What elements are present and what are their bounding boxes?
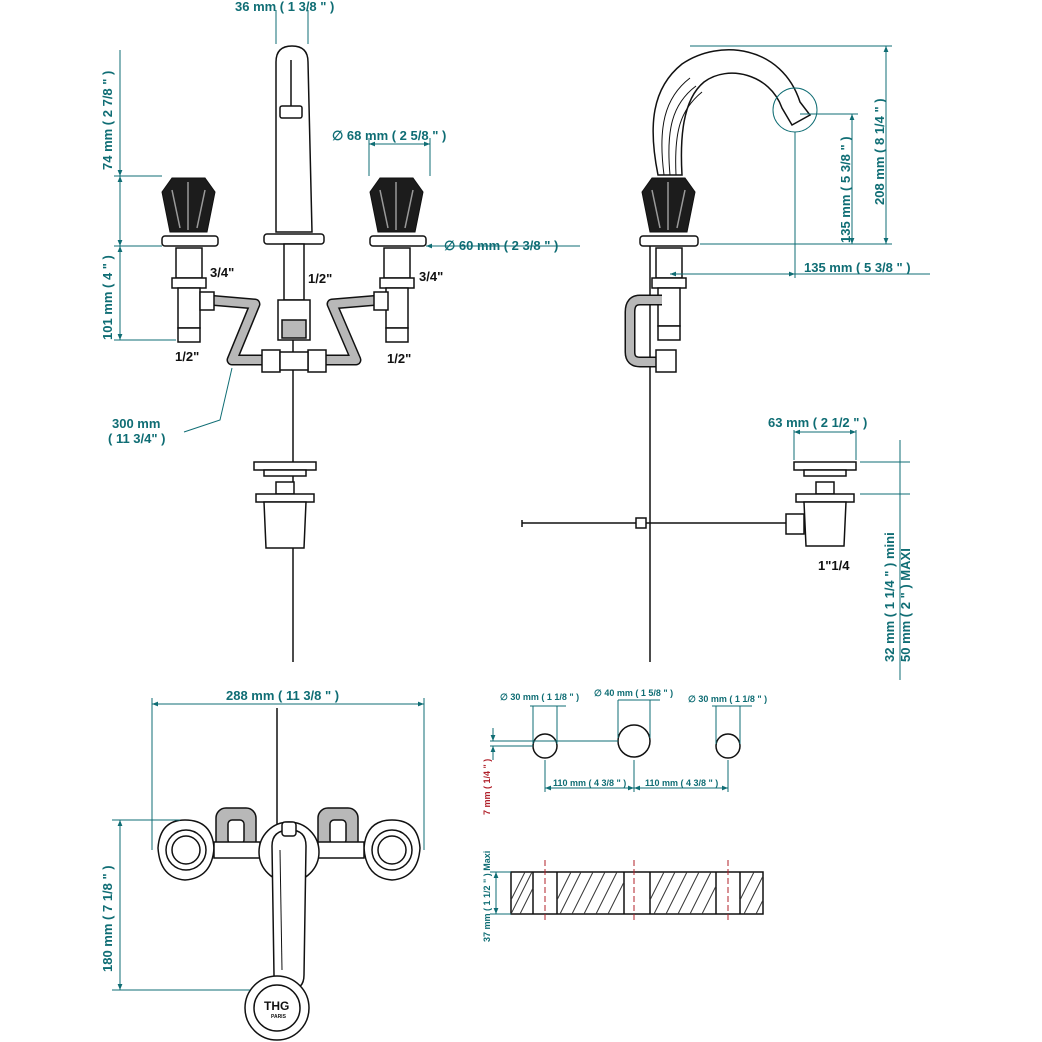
front-view: 36 mm ( 1 3/8 " ) ∅ 68 mm ( 2 5/8 " ) ∅ … — [100, 0, 580, 662]
drain-cap-top: THG PARIS — [244, 975, 310, 1041]
right-flange — [369, 235, 427, 247]
hose-length-mm-label: 300 mm — [112, 416, 160, 431]
left-handle-top — [157, 819, 215, 881]
left-handle — [161, 177, 219, 343]
drain-cap — [253, 461, 317, 471]
brand-logo: THG — [264, 999, 289, 1013]
spacing-left-label: 110 mm ( 4 3/8 " ) — [553, 778, 626, 788]
thread-right-top: 3/4" — [419, 269, 443, 284]
spout-shank — [283, 243, 305, 301]
top-dimensions: 288 mm ( 11 3/8 " ) 180 mm ( 7 1/8 " ) — [100, 688, 425, 991]
overall-width-label: 288 mm ( 11 3/8 " ) — [226, 688, 339, 703]
cutout-plan: ∅ 30 mm ( 1 1/8 " ) ∅ 40 mm ( 1 5/8 " ) … — [482, 688, 767, 942]
mixing-tee — [279, 351, 309, 371]
side-handle — [639, 177, 699, 341]
drain-range-maxi-label: 50 mm ( 2 " ) MAXI — [898, 548, 913, 662]
handle-diameter-label: ∅ 68 mm ( 2 5/8 " ) — [332, 128, 446, 143]
handle-height-label: 74 mm ( 2 7/8 " ) — [100, 71, 115, 170]
hole-right-label: ∅ 30 mm ( 1 1/8 " ) — [688, 694, 767, 704]
top-view: THG PARIS 288 mm ( 11 3/8 " ) 180 mm ( 7… — [100, 688, 425, 1041]
flange-diameter-label: ∅ 60 mm ( 2 3/8 " ) — [444, 238, 558, 253]
side-drain — [785, 461, 857, 547]
spout-base-flange — [263, 233, 325, 245]
spout-top — [258, 821, 320, 991]
side-dimensions: 208 mm ( 8 1/4 " ) 135 mm ( 5 3/8 " ) 13… — [670, 45, 930, 680]
hole-center-label: ∅ 40 mm ( 1 5/8 " ) — [594, 688, 673, 698]
offset-label: 7 mm ( 1/4 " ) — [482, 759, 492, 815]
right-handle-top — [363, 819, 421, 881]
spout-width-label: 36 mm ( 1 3/8 " ) — [235, 0, 334, 14]
depth-label: 180 mm ( 7 1/8 " ) — [100, 865, 115, 972]
hole-right — [715, 733, 741, 759]
thread-left-top: 3/4" — [210, 265, 234, 280]
side-view: 208 mm ( 8 1/4 " ) 135 mm ( 5 3/8 " ) 13… — [521, 45, 930, 680]
drain-diameter-label: 63 mm ( 2 1/2 " ) — [768, 415, 867, 430]
thread-left-bottom: 1/2" — [175, 349, 199, 364]
spout — [263, 45, 325, 341]
hose-length-in-label: ( 11 3/4" ) — [108, 431, 165, 446]
left-nut — [177, 327, 201, 343]
drain-range-mini-label: 32 mm ( 1 1/4 " ) mini — [882, 532, 897, 662]
drain-thread-label: 1"1/4 — [818, 558, 850, 573]
spout-height-label: 208 mm ( 8 1/4 " ) — [872, 98, 887, 205]
hole-left — [532, 733, 558, 759]
spout-reach-label: 135 mm ( 5 3/8 " ) — [804, 260, 911, 275]
hole-left-label: ∅ 30 mm ( 1 1/8 " ) — [500, 692, 579, 702]
drain-side-connector — [785, 513, 805, 535]
drain-body — [263, 501, 307, 549]
front-drain — [253, 461, 317, 549]
valve-height-in-label: ( 4 " ) — [100, 255, 115, 288]
side-hose — [624, 294, 677, 373]
thread-center: 1/2" — [308, 271, 332, 286]
left-flange — [161, 235, 219, 247]
thread-right-bottom: 1/2" — [387, 351, 411, 366]
deck-section — [510, 860, 764, 922]
spout-outlet-height-label: 135 mm ( 5 3/8 " ) — [838, 136, 853, 243]
spout-aerator — [279, 105, 303, 119]
right-nut — [385, 327, 409, 343]
hole-center — [617, 724, 651, 758]
brand-logo-sub: PARIS — [271, 1014, 287, 1020]
deck-thickness-label: 37 mm ( 1 1/2 " ) Maxi — [482, 851, 492, 942]
valve-height-mm-label: 101 mm — [100, 292, 115, 340]
connection-hoses — [199, 291, 389, 373]
thread-labels: 3/4" 1/2" 3/4" 1/2" 1/2" — [175, 265, 443, 366]
gooseneck-spout — [652, 49, 818, 176]
spacing-right-label: 110 mm ( 4 3/8 " ) — [645, 778, 718, 788]
right-handle — [369, 177, 427, 343]
front-dimensions: 36 mm ( 1 3/8 " ) ∅ 68 mm ( 2 5/8 " ) ∅ … — [100, 0, 580, 446]
